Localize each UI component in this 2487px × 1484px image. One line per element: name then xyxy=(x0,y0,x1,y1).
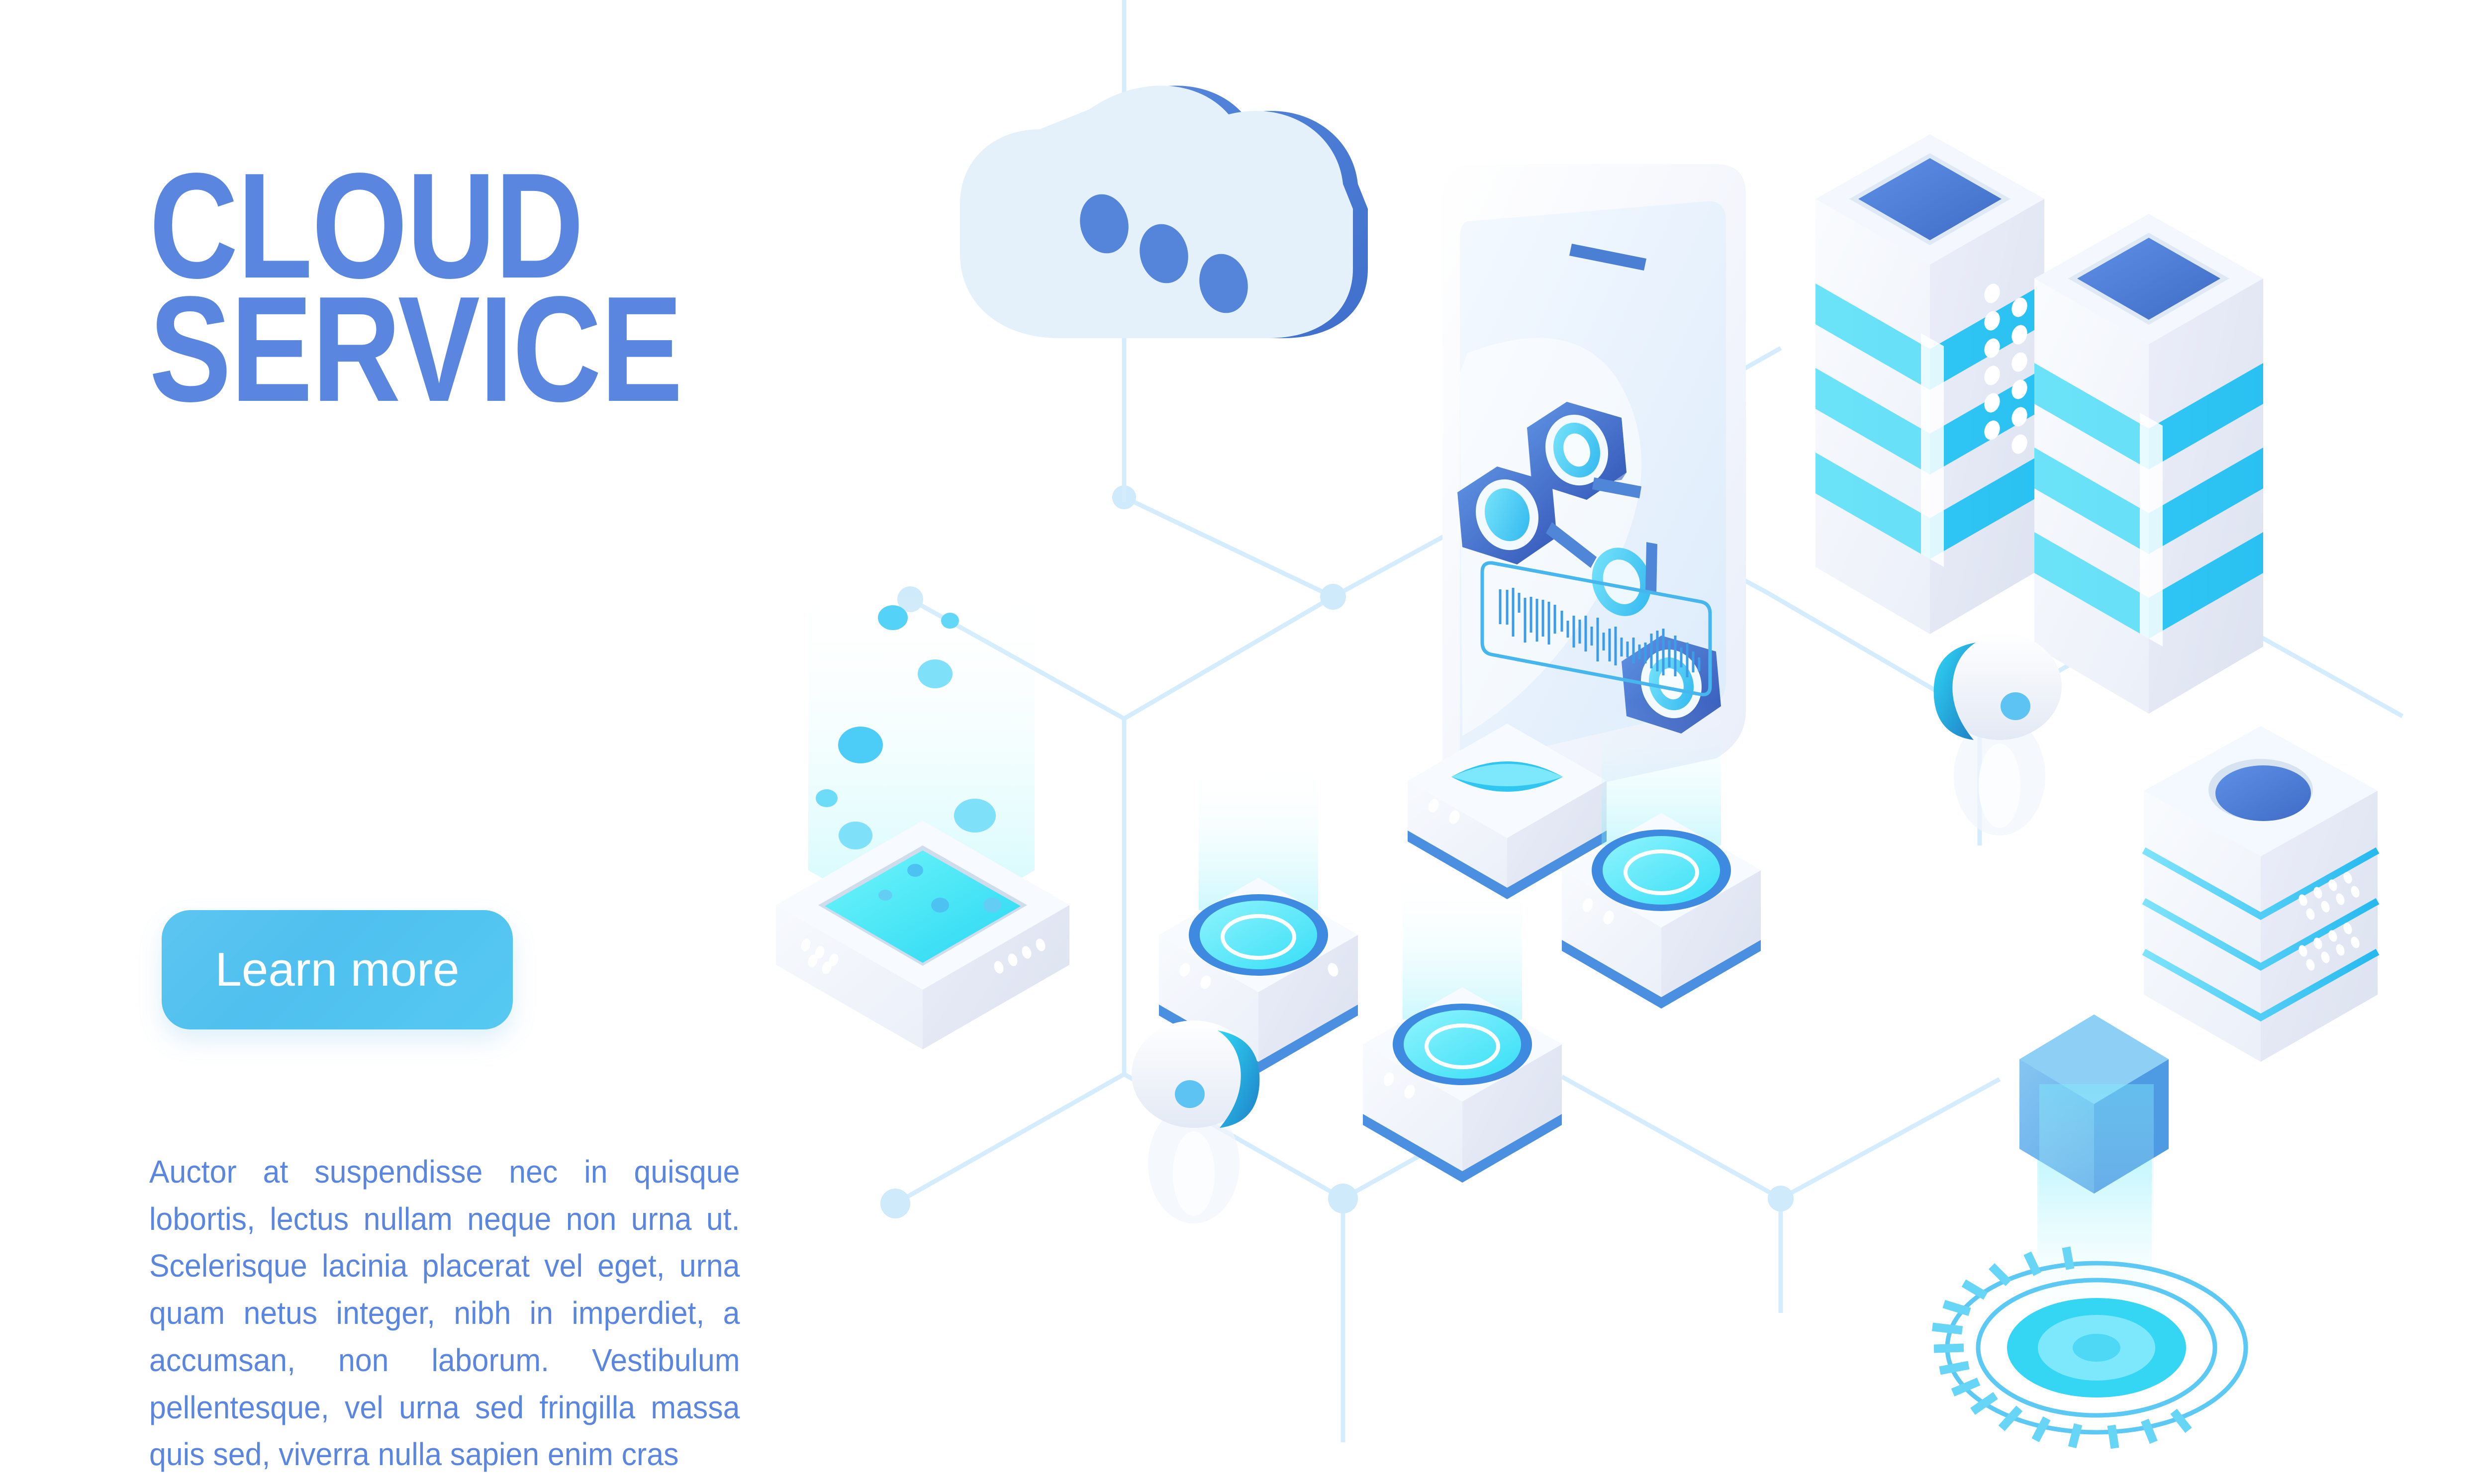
radar-ticks xyxy=(1932,1246,2192,1449)
cloud-icon xyxy=(960,86,1368,339)
server-led-dots xyxy=(1984,283,2027,454)
network-node-dot xyxy=(1320,584,1346,610)
network-node-dot xyxy=(1328,1184,1358,1213)
isometric-illustration xyxy=(746,0,2487,1484)
network-node-platform xyxy=(1159,766,1358,1073)
radar-scanner xyxy=(1932,1084,2248,1449)
tank-liquid xyxy=(825,850,1021,963)
robot-eye xyxy=(2001,692,2030,720)
hero-body-text: Auctor at suspendisse nec in quisque lob… xyxy=(149,1154,740,1473)
cloud-dot xyxy=(1080,194,1129,254)
cloud-dot xyxy=(1140,224,1188,283)
robot-crescent xyxy=(1218,1030,1260,1128)
storage-lines xyxy=(2142,847,2380,1022)
page-title: CLOUD SERVICE xyxy=(149,142,683,433)
storage-perf-dots xyxy=(2298,872,2360,971)
network-node-dot xyxy=(880,1189,910,1218)
server-rack-tall-secondary xyxy=(2034,214,2263,714)
network-node-platform xyxy=(1408,724,1607,899)
hero-text-column: CLOUD SERVICE xyxy=(149,142,776,433)
assistant-robot xyxy=(1933,633,2062,835)
learn-more-button[interactable]: Learn more xyxy=(162,910,513,1029)
waveform-chart-panel xyxy=(1480,561,1712,697)
waveform-bars xyxy=(1499,588,1701,677)
assistant-robot xyxy=(1132,1020,1260,1223)
storage-stack-unit xyxy=(2142,726,2380,1062)
cloud-face xyxy=(960,86,1353,339)
robot-eye xyxy=(1175,1080,1205,1108)
cloud-dot xyxy=(1199,254,1248,313)
tank-bubbles xyxy=(816,605,996,849)
robot-crescent xyxy=(1933,643,1976,740)
network-node-platform xyxy=(1363,875,1562,1183)
phone-speaker xyxy=(1569,244,1646,271)
radar-ring xyxy=(1976,1278,2217,1418)
network-node-platform xyxy=(1562,701,1761,1009)
tank-vent-dots xyxy=(801,938,1046,974)
node-vent-dots xyxy=(1179,963,1339,989)
server-rack-tall xyxy=(1816,134,2044,634)
network-node-dot xyxy=(1768,1186,1794,1211)
server-top-panel xyxy=(1858,158,2002,240)
storage-port xyxy=(2215,765,2311,821)
radar-center xyxy=(2073,1334,2120,1362)
liquid-data-tank xyxy=(776,597,1069,1049)
